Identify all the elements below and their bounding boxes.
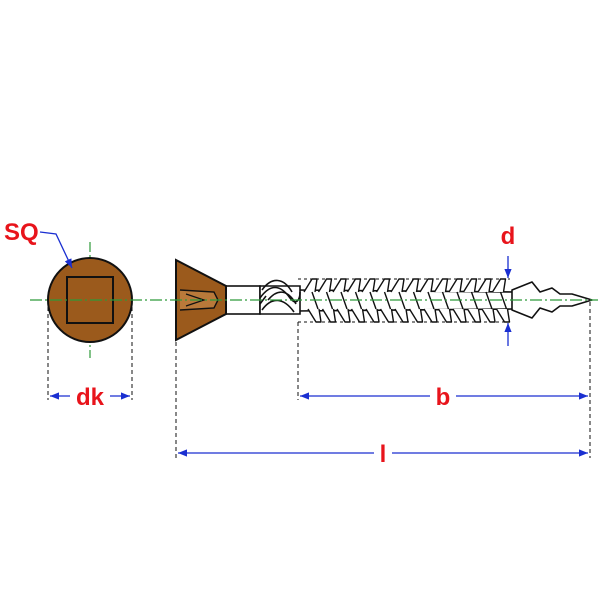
label-b-bg — [430, 383, 456, 409]
label-dk-bg — [70, 383, 110, 409]
thread-flank-bottom — [336, 308, 351, 323]
thread-helix-line — [485, 291, 493, 310]
thread-flank-bottom — [452, 308, 467, 323]
thread-flank-top — [477, 278, 492, 293]
thread-flank-bottom — [481, 308, 496, 323]
thread-flank-top — [462, 278, 478, 293]
thread-flank-top — [332, 278, 347, 293]
thread-helix-line — [383, 291, 392, 310]
label-l-bg — [374, 440, 392, 466]
label-thread-diameter: d — [501, 223, 516, 250]
thread-flank-bottom — [350, 308, 366, 323]
thread-flank-top — [390, 278, 405, 293]
thread-flank-bottom — [379, 308, 395, 323]
thread-flank-top — [375, 278, 391, 293]
thread-flank-bottom — [495, 308, 511, 323]
thread-flank-bottom — [365, 308, 380, 323]
screw-ribs — [259, 279, 301, 315]
thread-flank-bottom — [307, 308, 322, 323]
head-top-view — [39, 231, 133, 400]
thread-flank-bottom — [408, 308, 424, 323]
thread-flanks — [303, 278, 511, 323]
thread-flank-top — [491, 278, 507, 293]
leader-line-sq — [39, 231, 73, 269]
thread-flank-bottom — [321, 308, 337, 323]
thread-flank-bottom — [394, 308, 409, 323]
thread-flank-bottom — [423, 308, 438, 323]
thread-flank-bottom — [437, 308, 453, 323]
thread-helix-line — [325, 291, 334, 310]
thread-flank-top — [404, 278, 420, 293]
thread-flank-top — [448, 278, 463, 293]
thread-flank-bottom — [466, 308, 482, 323]
thread-flank-top — [317, 278, 333, 293]
thread-flank-top — [361, 278, 376, 293]
thread-flank-top — [303, 278, 318, 293]
thread-flank-top — [346, 278, 362, 293]
thread-flank-top — [419, 278, 434, 293]
label-square-drive: SQ — [4, 219, 39, 246]
label-total-length: l — [380, 441, 387, 468]
thread-helix-line — [499, 291, 508, 310]
screw-side-view — [30, 256, 598, 458]
recess-cone — [185, 293, 206, 307]
label-head-diameter: dk — [76, 384, 105, 411]
thread-helix-line — [340, 291, 348, 310]
label-thread-length: b — [436, 384, 451, 411]
thread-flank-top — [433, 278, 449, 293]
